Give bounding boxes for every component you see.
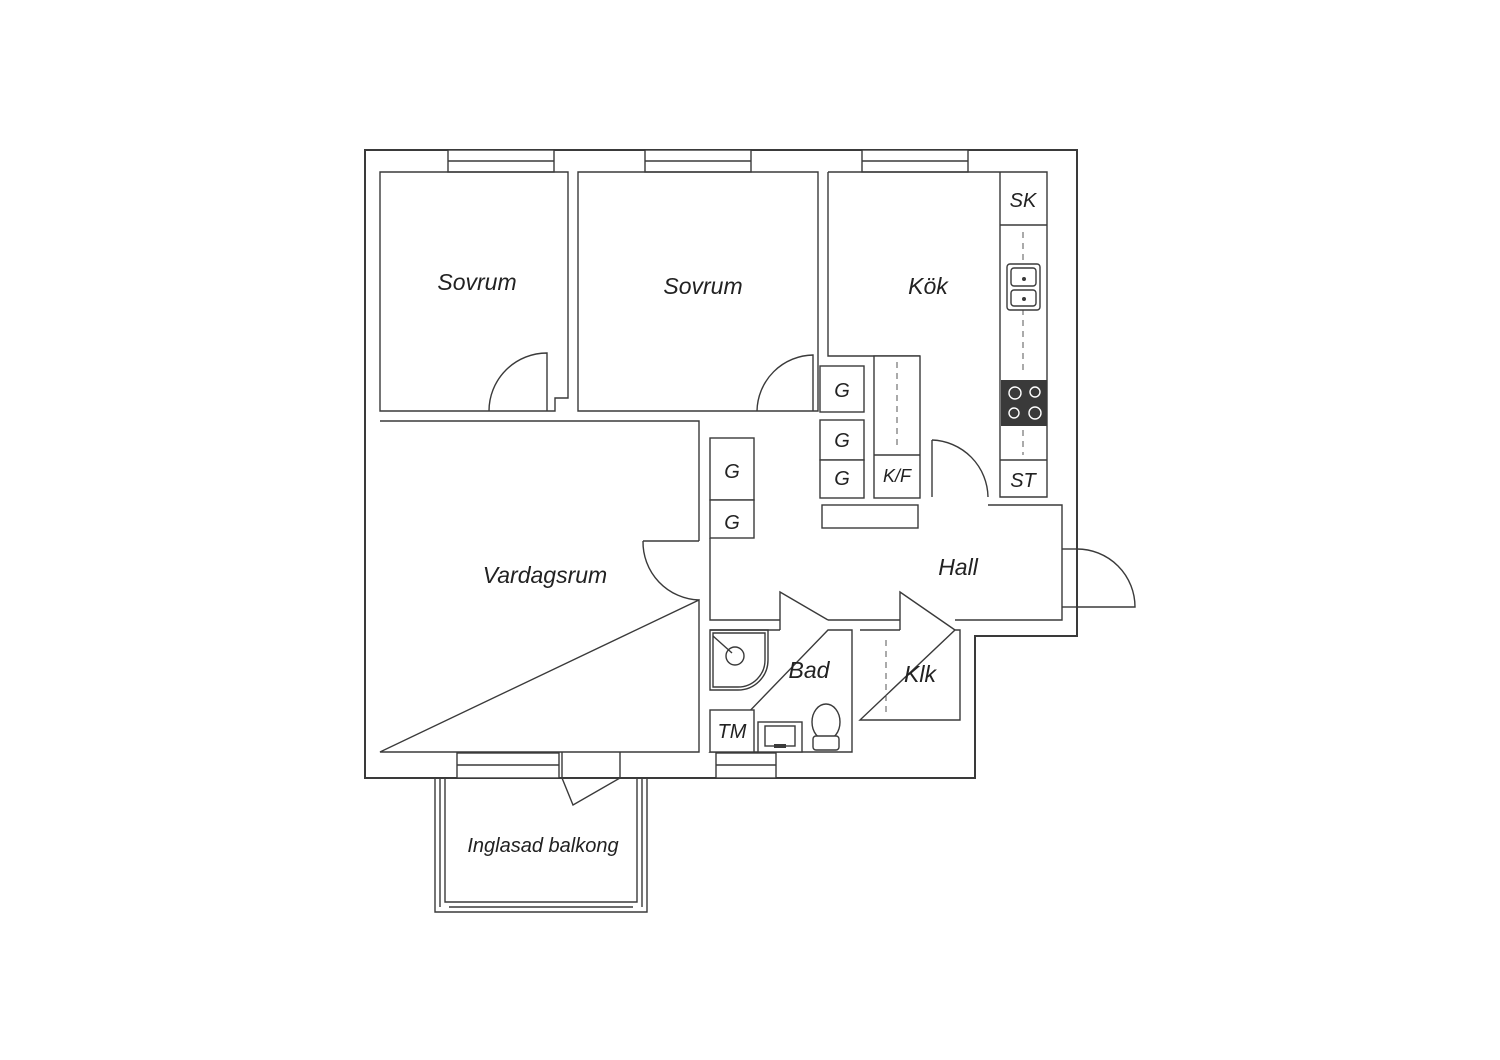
stove-icon: [1001, 380, 1047, 426]
door-sovrum-1: [488, 352, 548, 412]
door-balkong: [561, 752, 621, 807]
label-kf: K/F: [883, 466, 912, 486]
door-klk: [899, 590, 956, 631]
label-g-3: G: [834, 468, 850, 490]
wardrobe-group-kitchen: [819, 355, 921, 529]
label-g-1: G: [834, 380, 850, 402]
door-sovrum-2: [756, 354, 814, 412]
washbasin-icon: [757, 721, 803, 753]
door-vardagsrum: [642, 540, 700, 601]
label-st: ST: [1010, 470, 1037, 492]
window-top-1: [447, 149, 555, 173]
label-sovrum-1: Sovrum: [437, 269, 516, 295]
door-bad: [779, 590, 829, 630]
room-vardagsrum: [379, 420, 700, 753]
label-g-5: G: [724, 512, 740, 534]
balcony: [434, 778, 648, 913]
label-tm: TM: [718, 721, 747, 743]
room-klk: [858, 629, 961, 721]
window-top-2: [644, 149, 752, 173]
label-g-2: G: [834, 430, 850, 452]
toilet-icon: [811, 703, 841, 751]
room-hall: [709, 504, 1063, 621]
label-balkong: Inglasad balkong: [467, 835, 618, 857]
label-klk: Klk: [904, 661, 937, 687]
wardrobe-group-hall: [709, 437, 755, 539]
outer-wall: [364, 149, 1078, 779]
sink-icon: [1006, 263, 1041, 311]
label-sk: SK: [1010, 190, 1038, 212]
label-vardagsrum: Vardagsrum: [483, 562, 607, 588]
label-bad: Bad: [789, 657, 831, 683]
door-kok: [931, 439, 989, 498]
label-kok: Kök: [908, 273, 949, 299]
window-bottom-1: [456, 752, 560, 779]
label-hall: Hall: [938, 554, 979, 580]
window-top-3: [861, 149, 969, 173]
label-sovrum-2: Sovrum: [663, 273, 742, 299]
room-sovrum-2: [577, 171, 819, 412]
room-sovrum-1: [379, 171, 569, 412]
label-g-4: G: [724, 461, 740, 483]
window-bottom-2: [715, 752, 777, 779]
door-entrance: [1076, 548, 1136, 608]
shower-icon: [709, 629, 769, 691]
